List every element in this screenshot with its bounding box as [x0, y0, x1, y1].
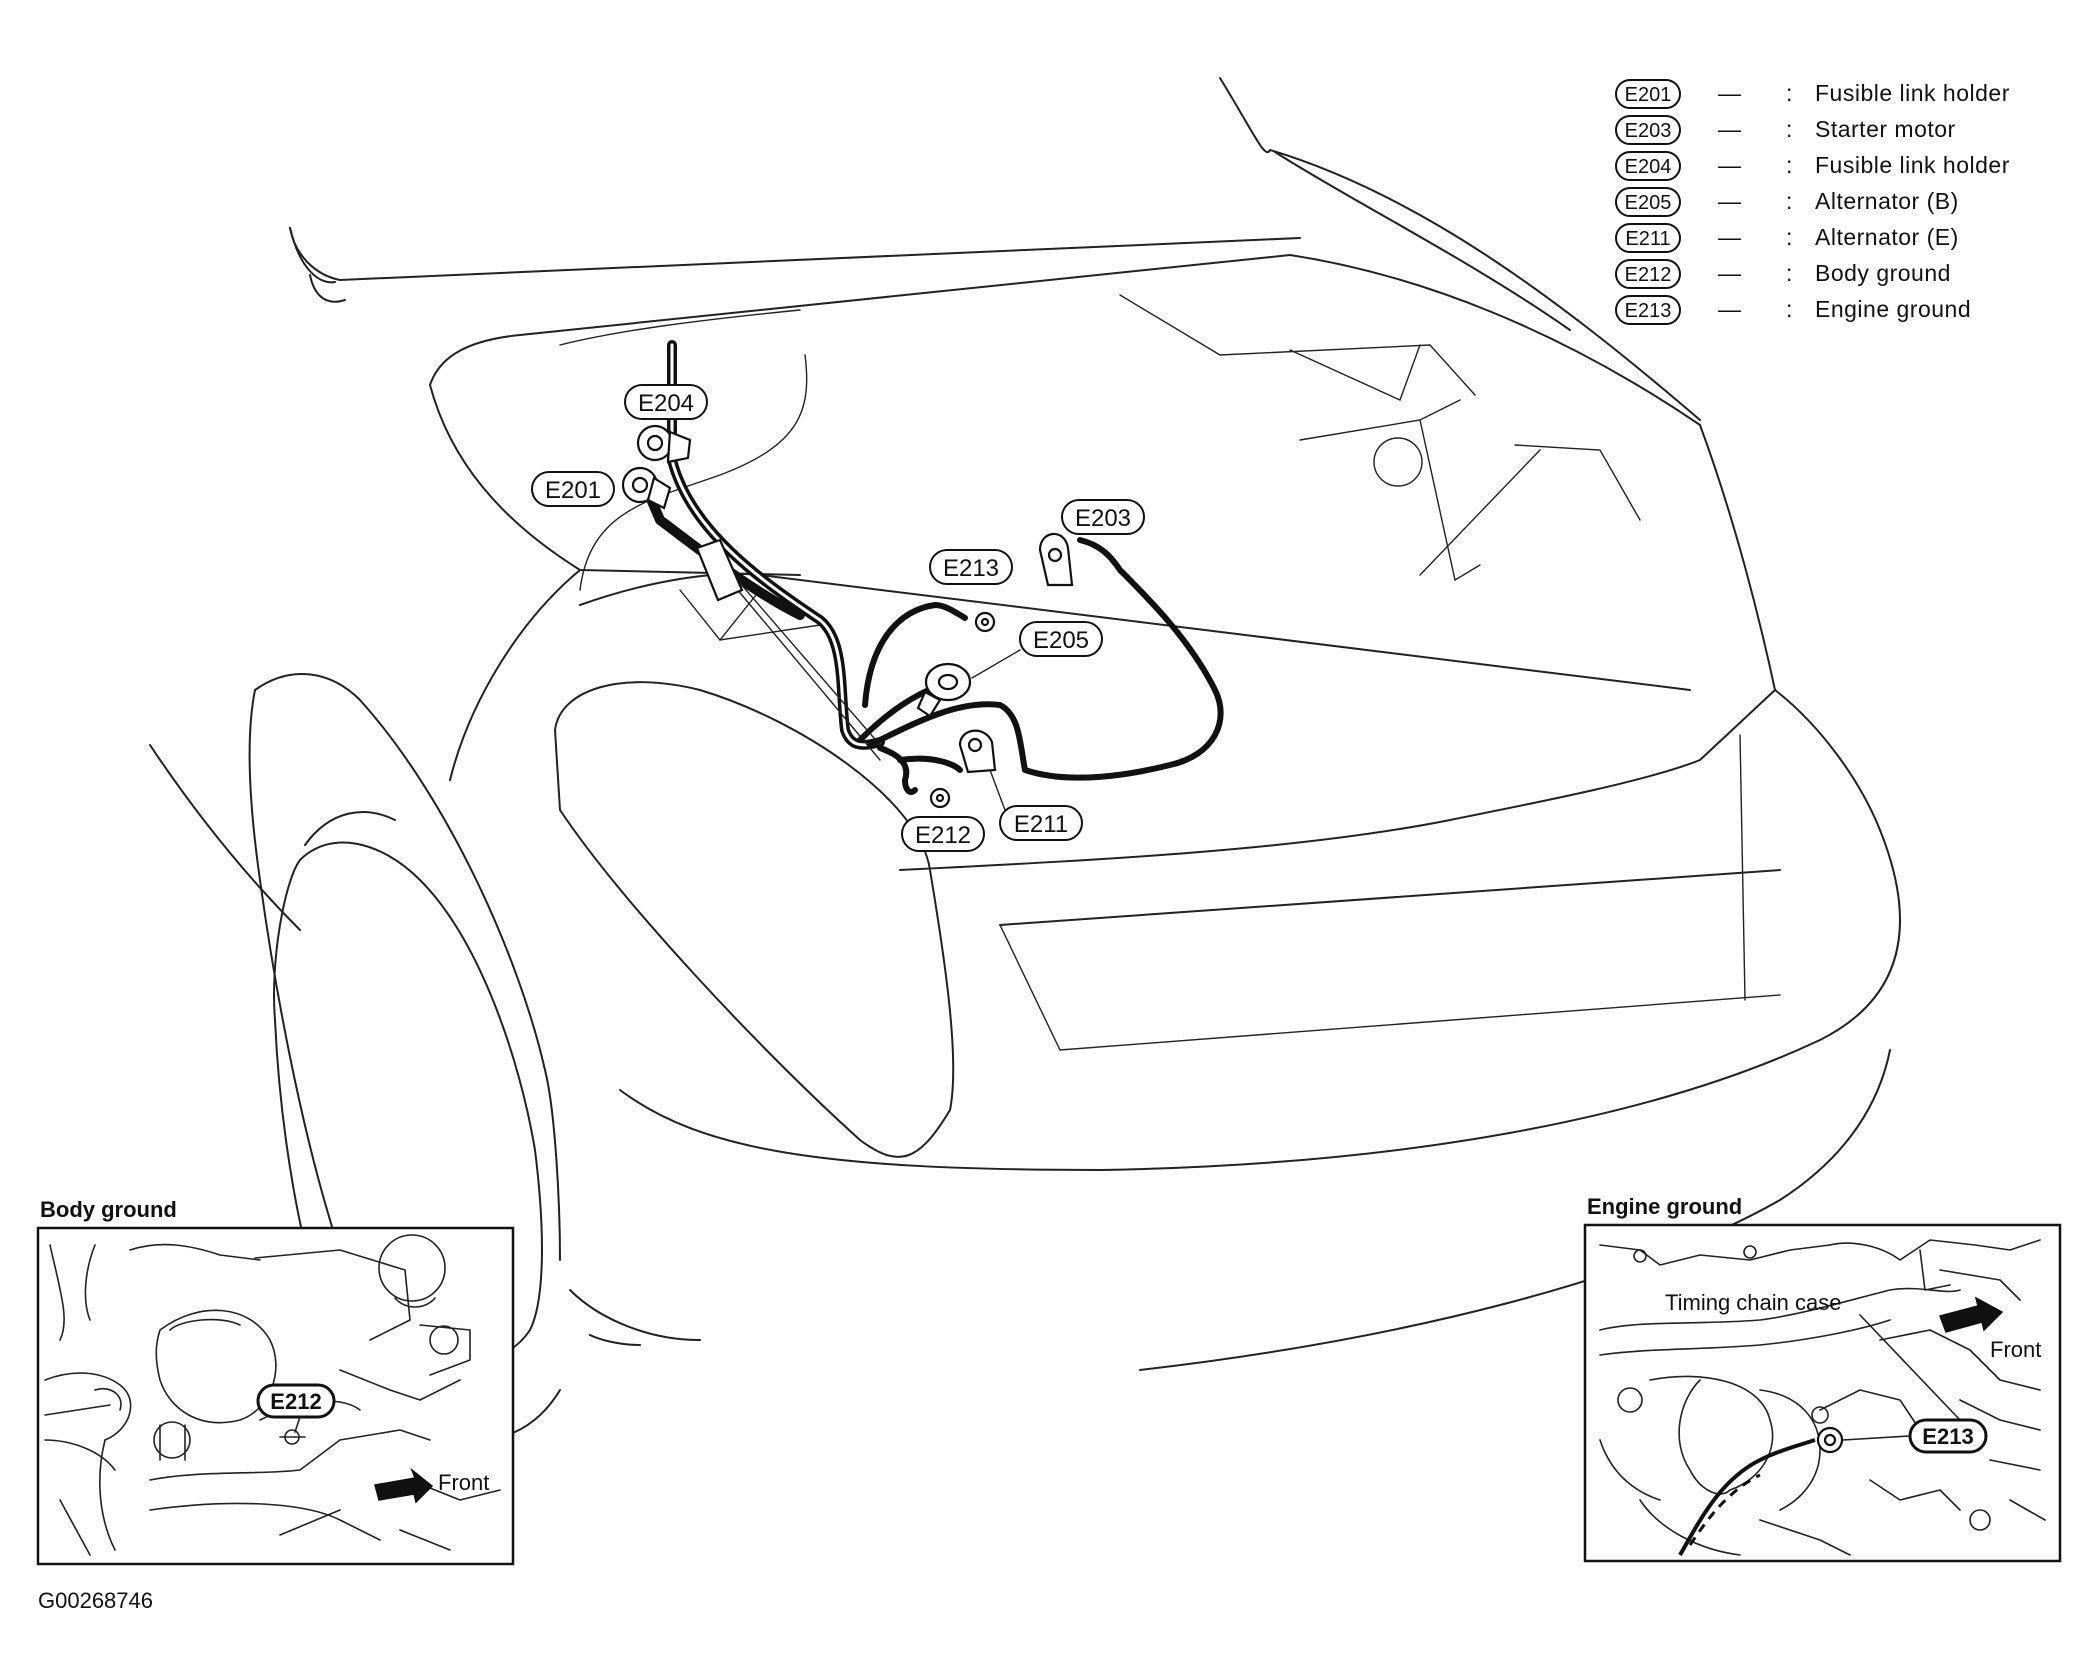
body-ground-front-arrow-icon: [374, 1467, 434, 1504]
svg-text:E201: E201: [1625, 84, 1672, 106]
svg-text:Body ground: Body ground: [1815, 260, 1951, 286]
body-ground-title: Body ground: [40, 1197, 177, 1222]
engine-ground-front-arrow-icon: [1939, 1296, 2004, 1333]
svg-text:E205: E205: [1033, 627, 1089, 654]
legend-row: E212 — : Body ground: [1615, 259, 1951, 289]
engine-ground-front-label: Front: [1990, 1337, 2041, 1362]
callout-e201[interactable]: E201: [531, 471, 615, 507]
svg-text:E213: E213: [1922, 1424, 1973, 1449]
svg-text:—: —: [1718, 152, 1742, 178]
legend: E201 — : Fusible link holder E203 — : St…: [1615, 79, 2010, 325]
svg-text::: :: [1786, 296, 1793, 322]
svg-text:E204: E204: [638, 390, 694, 417]
legend-row: E204 — : Fusible link holder: [1615, 151, 2010, 181]
body-ground-e212-callout[interactable]: E212: [256, 1383, 336, 1419]
legend-row: E201 — : Fusible link holder: [1615, 79, 2010, 109]
svg-text:—: —: [1718, 296, 1742, 322]
legend-row: E211 — : Alternator (E): [1615, 223, 1959, 253]
body-ground-front-label: Front: [438, 1470, 489, 1495]
svg-text::: :: [1786, 80, 1793, 106]
svg-text:—: —: [1718, 188, 1742, 214]
engine-ground-e213-callout[interactable]: E213: [1908, 1418, 1988, 1454]
svg-text::: :: [1786, 224, 1793, 250]
callout-e212[interactable]: E212: [901, 816, 985, 852]
svg-text:Alternator (B): Alternator (B): [1815, 188, 1959, 214]
engine-ground-inset: Engine ground: [1583, 1194, 2062, 1563]
callout-e205[interactable]: E205: [1019, 621, 1103, 657]
svg-text:E212: E212: [1625, 264, 1672, 286]
legend-row: E213 — : Engine ground: [1615, 295, 1971, 325]
svg-text:Fusible link holder: Fusible link holder: [1815, 152, 2010, 178]
svg-text:E211: E211: [1625, 228, 1670, 250]
svg-text:Engine ground: Engine ground: [1815, 296, 1971, 322]
svg-text:Alternator (E): Alternator (E): [1815, 224, 1959, 250]
svg-text:—: —: [1718, 260, 1742, 286]
svg-text:E203: E203: [1625, 120, 1672, 142]
svg-text:—: —: [1718, 224, 1742, 250]
legend-row: E205 — : Alternator (B): [1615, 187, 1959, 217]
svg-text::: :: [1786, 152, 1793, 178]
callouts: E204 E201 E203 E213 E205 E212: [531, 384, 1145, 852]
svg-text:—: —: [1718, 116, 1742, 142]
callout-e213[interactable]: E213: [929, 549, 1013, 585]
callout-e203[interactable]: E203: [1061, 499, 1145, 535]
svg-text:E213: E213: [943, 555, 999, 582]
svg-text:Fusible link holder: Fusible link holder: [1815, 80, 2010, 106]
body-ground-illustration: [44, 1234, 501, 1556]
wiring-harness: [640, 340, 1224, 795]
svg-text::: :: [1786, 116, 1793, 142]
svg-text:E213: E213: [1625, 300, 1672, 322]
svg-text:E203: E203: [1075, 505, 1131, 532]
figure-id: G00268746: [38, 1588, 153, 1613]
callout-e211[interactable]: E211: [999, 805, 1083, 841]
svg-text:E205: E205: [1625, 192, 1672, 214]
svg-text:E211: E211: [1014, 811, 1068, 838]
svg-text::: :: [1786, 260, 1793, 286]
terminals: [621, 424, 1074, 809]
svg-text:E201: E201: [545, 477, 601, 504]
svg-text::: :: [1786, 188, 1793, 214]
svg-text:E204: E204: [1625, 156, 1672, 178]
engine-ground-title: Engine ground: [1587, 1194, 1742, 1219]
body-ground-inset: Body ground: [36, 1197, 515, 1566]
engine-ground-timing-label: Timing chain case: [1665, 1290, 1841, 1315]
svg-text:E212: E212: [270, 1389, 321, 1414]
svg-text:—: —: [1718, 80, 1742, 106]
legend-row: E203 — : Starter motor: [1615, 115, 1956, 145]
engine-ground-illustration: [1599, 1239, 2046, 1556]
svg-text:Starter motor: Starter motor: [1815, 116, 1956, 142]
svg-text:E212: E212: [915, 822, 971, 849]
callout-e204[interactable]: E204: [624, 384, 708, 420]
